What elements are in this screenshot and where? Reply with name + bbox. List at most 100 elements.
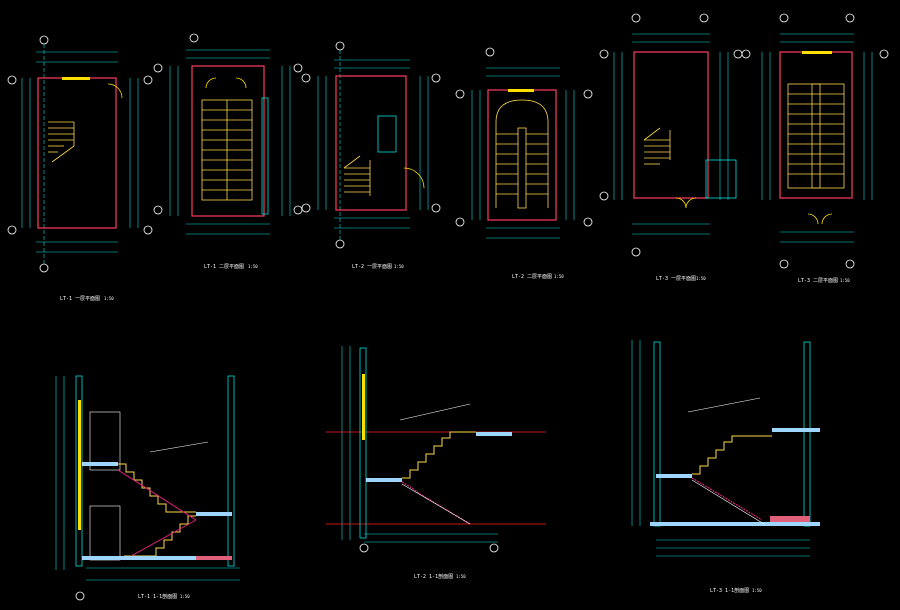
ground-slab [82, 556, 232, 560]
stair-lower-flight [691, 479, 765, 525]
wall-section [803, 341, 811, 527]
section-title: LT-1 1-1剖面图 [138, 593, 177, 600]
shaft [377, 115, 397, 153]
floor-slab [772, 428, 820, 432]
grid-bubble-icon [699, 13, 709, 23]
grid-bubble-icon [879, 49, 889, 59]
plan-title: LT-1 一层平面图 [60, 296, 100, 302]
section-lt3: LT-3 1-1剖面图 1:50 [631, 340, 820, 594]
grid-bubble-icon [599, 49, 609, 59]
ground-slab [650, 522, 820, 526]
annotation-leader [687, 397, 761, 413]
floor-slab [476, 432, 512, 436]
door-swing-icon [235, 77, 247, 89]
stair-flight [343, 155, 371, 196]
grid-bubble-icon [779, 259, 789, 269]
plan-scale: 1:50 [248, 264, 258, 269]
door-swing-icon [807, 213, 833, 225]
stair-steps [124, 515, 196, 557]
grid-bubble-icon [7, 225, 17, 235]
grid-bubble-icon [39, 35, 49, 45]
grid-bubble-icon [431, 203, 441, 213]
plan-lt3-ground: LT-3 一层平面图 1:50 [599, 13, 743, 282]
grid-bubble-icon [143, 75, 153, 85]
plan-title: LT-2 二层平面图 [512, 274, 552, 280]
plan-scale: 1:50 [104, 296, 114, 301]
section-title: LT-3 1-1剖面图 [710, 587, 749, 594]
ground-slab-cut [770, 516, 810, 522]
stair-flight [201, 99, 253, 201]
section-scale: 1:50 [180, 594, 190, 599]
plan-scale: 1:50 [840, 278, 850, 283]
dimension-lines [21, 44, 139, 264]
window [802, 51, 832, 54]
plan-title: LT-3 一层平面图 [656, 276, 696, 282]
section-scale: 1:50 [752, 588, 762, 593]
landing [705, 159, 737, 199]
grid-bubble-icon [39, 263, 49, 273]
window [362, 374, 365, 440]
wall-section [653, 341, 661, 527]
wall-outline [633, 51, 709, 199]
dimension-lines [317, 50, 429, 240]
landing-slab [366, 478, 402, 482]
grid-bubble-icon [741, 49, 751, 59]
grid-bubble-icon [845, 259, 855, 269]
grid-bubble-icon [455, 217, 465, 227]
grid-bubble-icon [359, 543, 369, 553]
plan-scale: 1:50 [696, 276, 706, 281]
stair-steps [402, 431, 476, 479]
door-swing-icon [205, 77, 217, 89]
plan-scale: 1:50 [394, 264, 404, 269]
dimension-lines [341, 346, 498, 543]
stair-steps [118, 463, 196, 513]
grid-bubble-icon [301, 203, 311, 213]
plan-title: LT-2 一层平面图 [352, 264, 392, 270]
grid-bubble-icon [583, 89, 593, 99]
wall-section [359, 347, 367, 539]
annotation-leader [399, 403, 471, 421]
window [508, 89, 534, 92]
plan-lt1-upper: LT-1 二层平面图 1:50 [153, 33, 303, 270]
wall-outline [779, 51, 853, 199]
stair-flight [48, 121, 75, 163]
grid-bubble-icon [431, 73, 441, 83]
grid-bubble-icon [293, 205, 303, 215]
stair-lower-flight [401, 483, 471, 525]
grid-bubble-icon [779, 13, 789, 23]
stair-flight [787, 83, 845, 189]
grid-bubble-icon [143, 225, 153, 235]
landing-slab [656, 474, 692, 478]
plan-lt3-upper: LT-3 二层平面图 1:50 [741, 13, 889, 284]
door-opening [89, 411, 121, 471]
plan-lt2-upper: LT-2 二层平面图 1:50 [455, 47, 593, 280]
grid-bubble-icon [153, 205, 163, 215]
grid-bubble-icon [485, 47, 495, 57]
stair-soffit [691, 477, 763, 521]
window [78, 400, 81, 530]
grid-bubble-icon [489, 543, 499, 553]
stair-flight [495, 99, 549, 209]
annotation-leader [149, 441, 209, 453]
wall-outline [191, 65, 265, 217]
dimension-lines [471, 67, 575, 239]
section-scale: 1:50 [456, 574, 466, 579]
grid-bubble-icon [583, 217, 593, 227]
grid-bubble-icon [631, 247, 641, 257]
stair-steps [692, 435, 772, 475]
wall-section [75, 375, 83, 567]
wall-outline [37, 77, 117, 229]
grid-bubble-icon [733, 49, 743, 59]
grid-bubble-icon [599, 191, 609, 201]
plan-title: LT-1 二层平面图 [204, 264, 244, 270]
grid-bubble-icon [75, 591, 85, 601]
plan-title: LT-3 二层平面图 [798, 278, 838, 284]
wall-outline [335, 75, 407, 211]
plan-lt2-ground: LT-2 一层平面图 1:50 [301, 41, 441, 270]
wall-section [227, 375, 235, 567]
grid-bubble-icon [153, 63, 163, 73]
plan-lt1-ground: LT-1 一层平面图 1:50 [7, 35, 153, 302]
wall-outline [487, 89, 557, 221]
dimension-lines [169, 49, 291, 235]
